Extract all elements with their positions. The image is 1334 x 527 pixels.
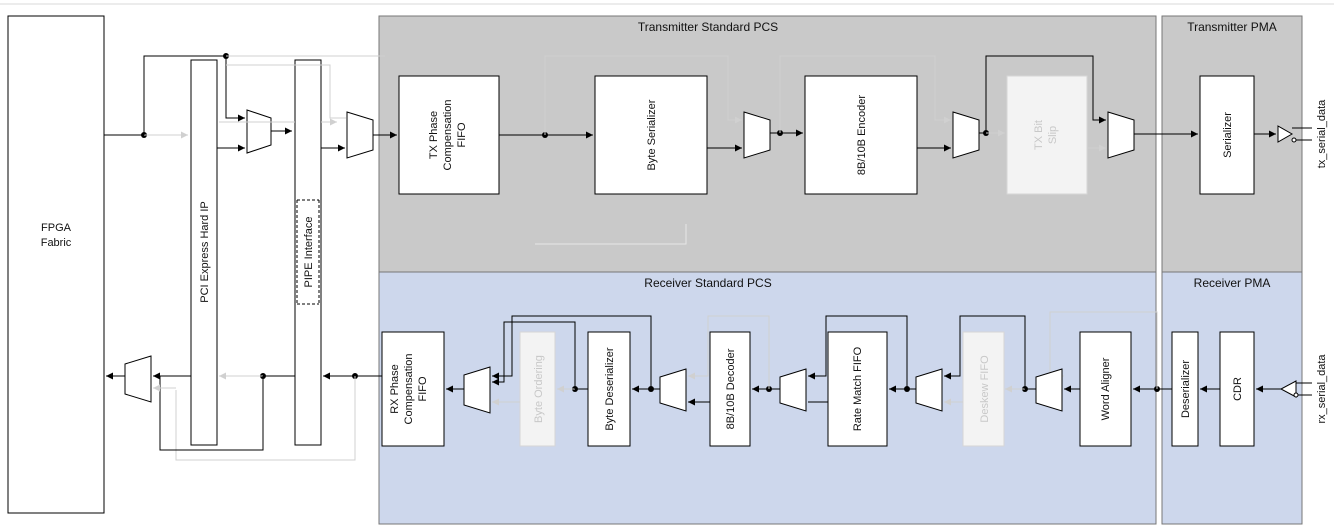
encoder-8b10b-block: 8B/10B Encoder bbox=[804, 75, 918, 195]
word-aligner-label: Word Aligner bbox=[1100, 357, 1112, 420]
rx-mux-2 bbox=[915, 368, 943, 412]
pcie-hard-ip-label: PCI Express Hard IP bbox=[199, 201, 211, 302]
encoder-8b10b-label: 8B/10B Encoder bbox=[856, 95, 868, 175]
fpga-label-line2: Fabric bbox=[41, 237, 72, 249]
pcie-hard-ip-block: PCI Express Hard IP bbox=[190, 59, 218, 446]
tx-serial-data-label: tx_serial_data bbox=[1316, 99, 1328, 168]
rx-phase-fifo-label-3: FIFO bbox=[417, 376, 429, 401]
rx-mux-5 bbox=[463, 366, 491, 414]
serializer-label: Serializer bbox=[1222, 112, 1234, 158]
rx-mux-3 bbox=[779, 368, 807, 412]
byte-deserializer-label: Byte Deserializer bbox=[604, 347, 616, 430]
rx-mux-6 bbox=[124, 355, 152, 403]
rx-mux-1 bbox=[1035, 368, 1063, 412]
deskew-fifo-block: Deskew FIFO bbox=[962, 331, 1005, 447]
byte-serializer-block: Byte Serializer bbox=[594, 75, 708, 195]
tx-bit-slip-label-1: TX Bit bbox=[1033, 120, 1045, 150]
deserializer-label: Deserializer bbox=[1180, 360, 1192, 418]
pipe-interface-block: PIPE Interface bbox=[294, 59, 322, 446]
tx-mux-2 bbox=[346, 111, 374, 159]
rx-pcs-title: Receiver Standard PCS bbox=[644, 276, 771, 290]
rate-match-fifo-label: Rate Match FIFO bbox=[852, 346, 864, 431]
fpga-fabric-block: FPGA Fabric bbox=[7, 15, 105, 514]
rx-mux-4 bbox=[659, 368, 687, 412]
tx-mux-5 bbox=[1107, 111, 1135, 159]
tx-mux-1 bbox=[246, 109, 272, 154]
rx-serial-data-label: rx_serial_data bbox=[1316, 354, 1328, 424]
word-aligner-block: Word Aligner bbox=[1079, 331, 1132, 447]
rx-phase-fifo-block: RX Phase Compensation FIFO bbox=[381, 331, 445, 447]
tx-phase-fifo-label-3: FIFO bbox=[456, 122, 468, 147]
deskew-fifo-label: Deskew FIFO bbox=[979, 355, 991, 423]
tx-phase-fifo-block: TX Phase Compensation FIFO bbox=[398, 75, 500, 195]
pipe-interface-label: PIPE Interface bbox=[303, 217, 315, 288]
deserializer-block: Deserializer bbox=[1171, 331, 1199, 447]
rx-pma-title: Receiver PMA bbox=[1194, 276, 1271, 290]
tx-phase-fifo-label-2: Compensation bbox=[442, 100, 454, 171]
tx-mux-4 bbox=[952, 111, 980, 159]
fpga-label-line1: FPGA bbox=[41, 222, 72, 234]
decoder-8b10b-label: 8B/10B Decoder bbox=[725, 348, 737, 429]
byte-ordering-label: Byte Ordering bbox=[533, 355, 545, 423]
tx-pma-title: Transmitter PMA bbox=[1187, 20, 1277, 34]
rate-match-fifo-block: Rate Match FIFO bbox=[827, 331, 888, 447]
tx-bit-slip-label-2: Slip bbox=[1047, 126, 1059, 144]
cdr-label: CDR bbox=[1232, 377, 1244, 401]
tx-output-buffer-icon bbox=[1277, 125, 1312, 143]
tx-phase-fifo-label-1: TX Phase bbox=[428, 111, 440, 159]
byte-serializer-label: Byte Serializer bbox=[646, 99, 658, 170]
rx-phase-fifo-label-2: Compensation bbox=[403, 354, 415, 425]
rx-input-buffer-icon bbox=[1279, 380, 1312, 398]
serializer-block: Serializer bbox=[1199, 75, 1255, 195]
tx-pcs-title: Transmitter Standard PCS bbox=[638, 20, 778, 34]
decoder-8b10b-block: 8B/10B Decoder bbox=[709, 331, 751, 447]
cdr-block: CDR bbox=[1219, 331, 1255, 447]
tx-mux-3 bbox=[743, 111, 771, 159]
byte-ordering-block: Byte Ordering bbox=[519, 331, 556, 447]
byte-deserializer-block: Byte Deserializer bbox=[587, 331, 631, 447]
tx-bit-slip-block: TX Bit Slip bbox=[1006, 75, 1088, 195]
rx-phase-fifo-label-1: RX Phase bbox=[389, 364, 401, 414]
rx-pcs-region: Receiver Standard PCS bbox=[378, 271, 1157, 525]
